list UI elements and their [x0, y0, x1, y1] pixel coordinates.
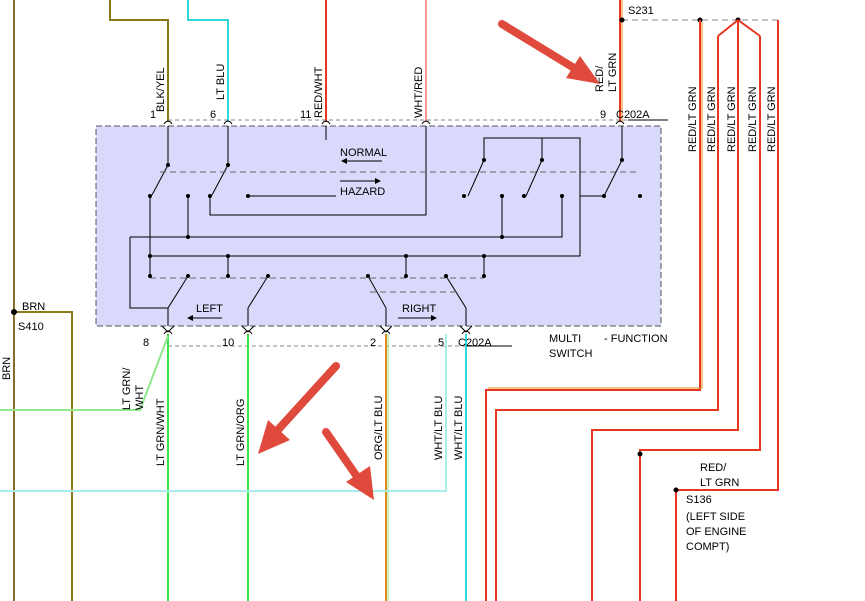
wire-label-lt-grn-wht: LT GRN/WHT	[155, 398, 167, 466]
switch-name-line1: MULTI	[549, 333, 581, 345]
bottom-connector-label: C202A	[458, 337, 492, 349]
top-pin-6: 6	[210, 109, 216, 121]
s136-note-line3: COMPT)	[686, 541, 729, 553]
wire-label-lt-grn-wht-a2: WHT	[134, 385, 146, 410]
switch-name-suffix: - FUNCTION	[604, 333, 668, 345]
hazard-label: HAZARD	[340, 186, 385, 198]
top-pin-9: 9	[600, 109, 606, 121]
s136-note-line2: OF ENGINE	[686, 526, 747, 538]
top-pin-1: 1	[150, 109, 156, 121]
wire-label-right-4: RED/LT GRN	[747, 86, 759, 152]
switch-internal-wiring	[129, 126, 640, 326]
right-red-wires	[485, 19, 779, 601]
wire-label-red-lt-grn-top-2: LT GRN	[607, 53, 619, 92]
s136-dot	[637, 451, 643, 457]
bottom-pin-8: 8	[143, 337, 149, 349]
wire-label-red-wht: RED/WHT	[313, 66, 325, 118]
annotation-arrow-top-right	[498, 20, 600, 84]
bottom-wires	[0, 334, 467, 601]
top-connector-label: C202A	[616, 109, 650, 121]
bottom-pin-10: 10	[222, 337, 234, 349]
right-label: RIGHT	[402, 303, 437, 315]
normal-label: NORMAL	[340, 147, 387, 159]
s136-wire-line1: RED/	[700, 462, 727, 474]
annotation-arrow-orange	[322, 428, 374, 500]
left-wires	[11, 0, 73, 601]
wire-label-lt-grn-wht-a1: LT GRN/	[121, 367, 133, 410]
bottom-pin-markers	[161, 325, 512, 347]
multi-function-switch-body	[95, 125, 662, 327]
brn-label: BRN	[22, 301, 45, 313]
brn-down-label: BRN	[1, 357, 13, 380]
annotation-arrows	[258, 20, 600, 500]
s136-wire-line2: LT GRN	[700, 477, 739, 489]
annotation-arrow-left-green	[258, 362, 340, 454]
bottom-pin-5: 5	[438, 337, 444, 349]
s136-node	[673, 487, 679, 493]
wire-label-wht-red: WHT/RED	[413, 67, 425, 118]
switch-contact-dots	[148, 158, 642, 278]
wire-label-org-lt-blu: ORG/LT BLU	[373, 396, 385, 460]
wire-label-blk-yel: BLK/YEL	[155, 67, 167, 112]
wire-label-lt-blu-top: LT BLU	[215, 64, 227, 100]
top-wires	[109, 0, 623, 122]
top-pin-11: 11	[300, 109, 311, 121]
wire-label-lt-grn-org: LT GRN/ORG	[235, 399, 247, 466]
s136-note-line1: (LEFT SIDE	[686, 511, 745, 523]
mode-arrows	[187, 158, 437, 321]
bottom-pin-2: 2	[370, 337, 376, 349]
splice-s410-label: S410	[18, 321, 44, 333]
left-label: LEFT	[196, 303, 223, 315]
splice-s231-label: S231	[628, 5, 654, 17]
wire-label-wht-lt-blu-b: WHT/LT BLU	[453, 396, 465, 460]
wire-label-right-1: RED/LT GRN	[687, 86, 699, 152]
wire-label-wht-lt-blu-a: WHT/LT BLU	[433, 396, 445, 460]
switch-name-line2: SWITCH	[549, 348, 592, 360]
labels: BLK/YEL LT BLU RED/WHT WHT/RED RED/ LT G…	[1, 5, 778, 553]
wire-label-right-5: RED/LT GRN	[766, 86, 778, 152]
top-pin-markers	[163, 119, 668, 125]
wire-label-right-3: RED/LT GRN	[726, 86, 738, 152]
wire-label-right-2: RED/LT GRN	[706, 86, 718, 152]
wire-label-red-lt-grn-top-1: RED/	[594, 65, 606, 92]
splice-s136-label: S136	[686, 494, 712, 506]
